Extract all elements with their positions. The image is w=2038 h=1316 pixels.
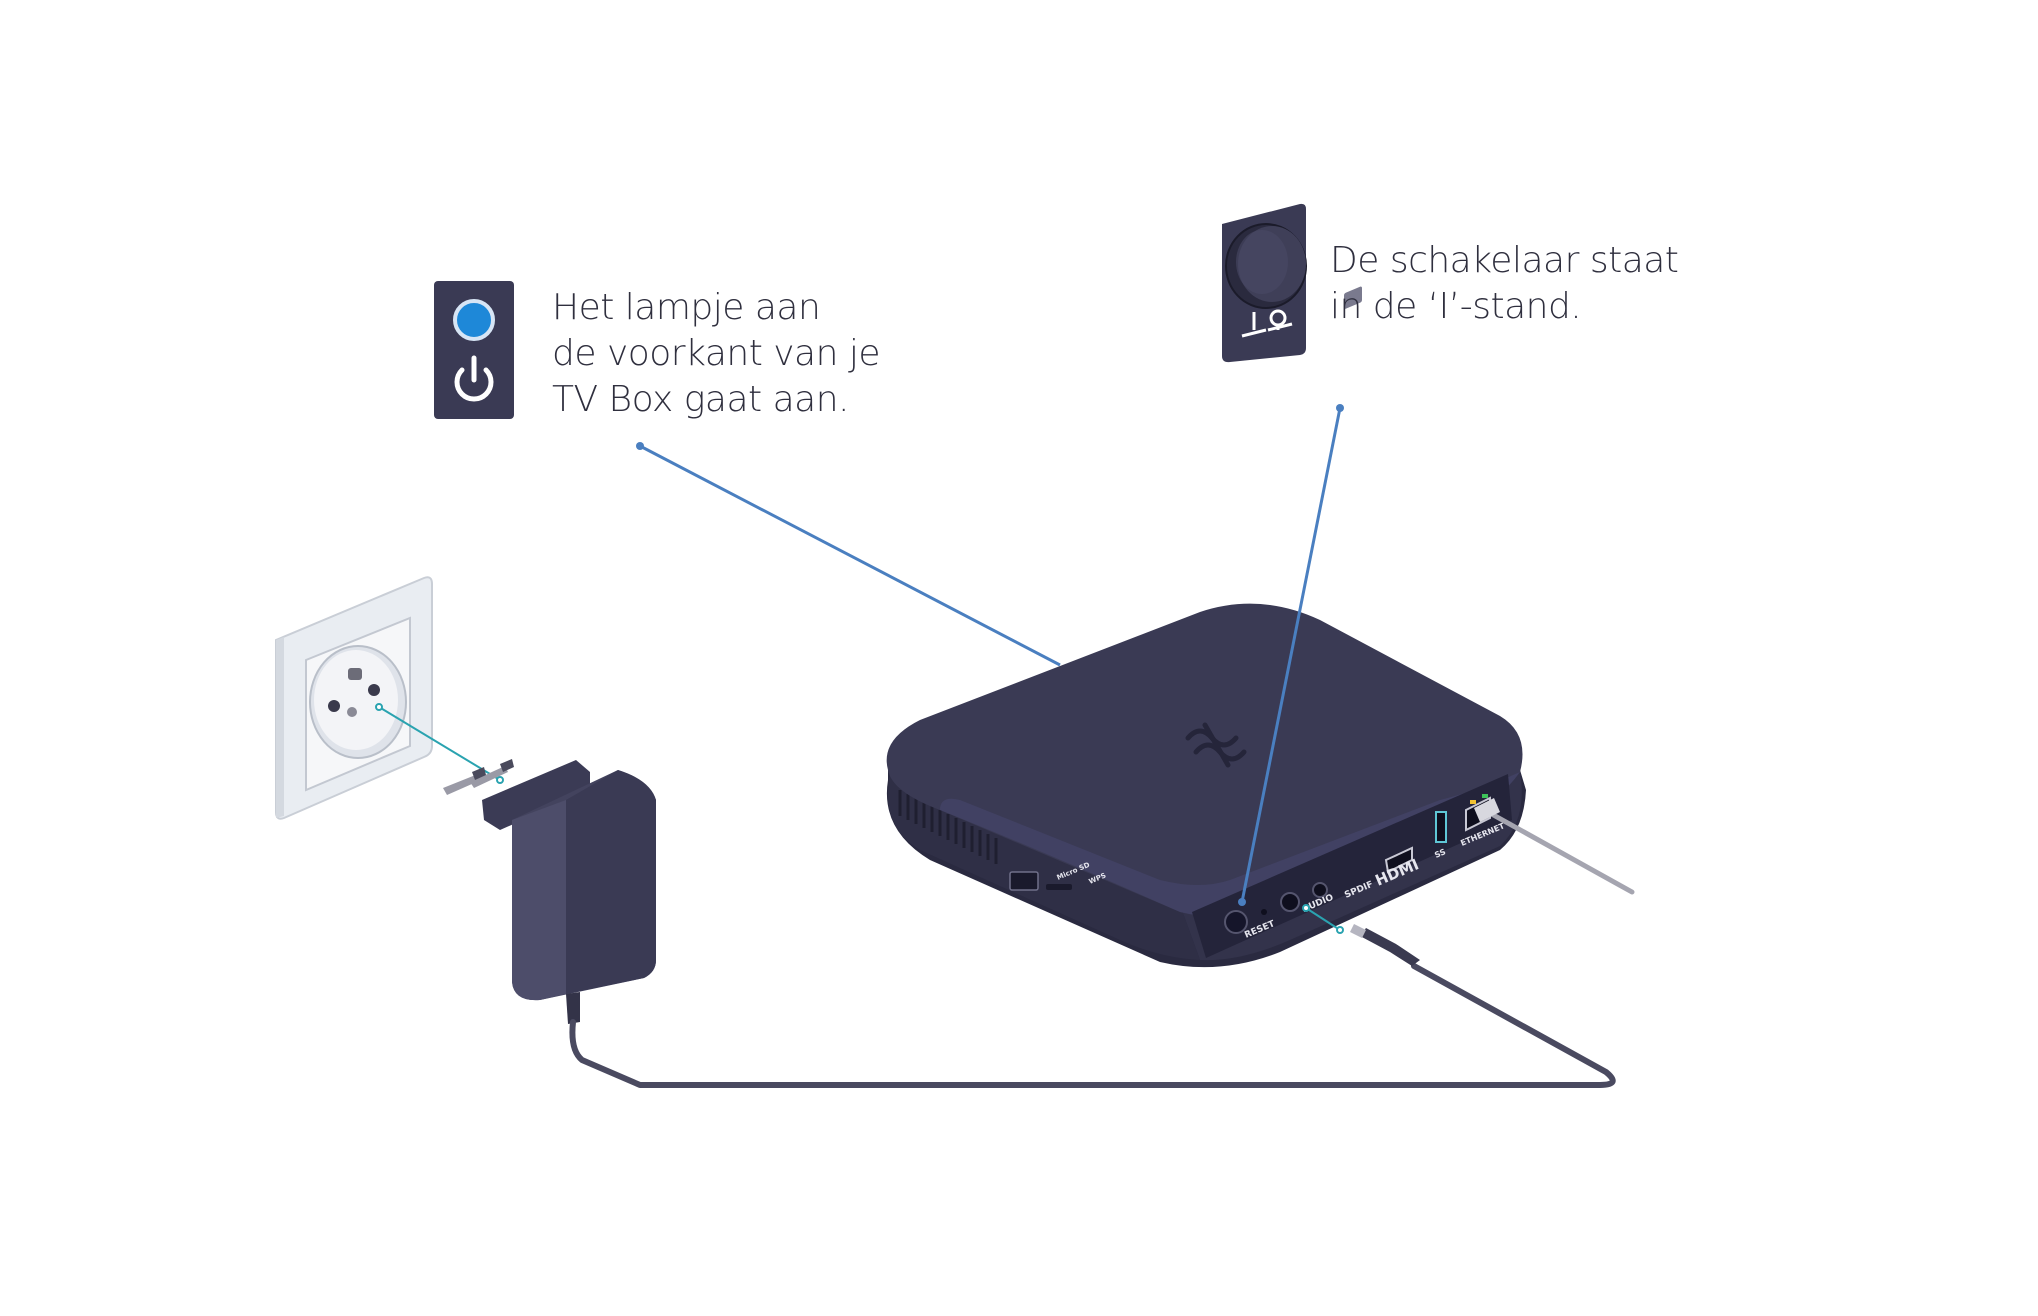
wall-socket: [275, 576, 433, 820]
caption-light-line-3: TV Box gaat aan.: [552, 379, 849, 420]
ethernet-cable: [1485, 809, 1635, 895]
leader-line-switch: [1238, 404, 1344, 906]
caption-light-line-1: Het lampje aan: [552, 287, 821, 328]
power-adapter: [443, 759, 656, 1024]
led-light: [453, 299, 495, 341]
socket-hole-right: [368, 684, 380, 696]
rocker-switch-icon: [1222, 203, 1307, 363]
caption-light: Het lampje aan de voorkant van je TV Box…: [552, 285, 881, 423]
socket-earth-pin: [348, 668, 362, 680]
reset-button[interactable]: [1261, 909, 1267, 915]
caption-switch-line-1: De schakelaar staat: [1330, 240, 1679, 281]
leader-line-light: [636, 442, 1061, 667]
audio-port: [1312, 882, 1328, 898]
caption-switch-line-2: in de ‘I’-stand.: [1330, 286, 1582, 327]
spdif-port: [1344, 286, 1362, 309]
led-power-icon: [434, 281, 514, 419]
tv-box: RESET AUDIO SPDIF HDMI SS ETHERNET Micro…: [886, 286, 1526, 968]
hdmi-port: [1384, 846, 1413, 874]
power-symbol-icon: [454, 355, 494, 402]
dc-plug: [1350, 924, 1420, 966]
back-ports: [1009, 286, 1491, 934]
usb-port: [1435, 811, 1447, 843]
micro-sd-slot: [1046, 884, 1072, 890]
plug-insert-guide: [375, 703, 504, 784]
port-label-ss: SS: [1433, 847, 1447, 860]
side-vents: [898, 790, 998, 864]
dc-insert-guide: [1302, 904, 1344, 934]
power-switch[interactable]: [1224, 910, 1248, 934]
socket-hole-left: [328, 700, 340, 712]
caption-switch: De schakelaar staat in de ‘I’-stand.: [1330, 238, 1679, 330]
brand-logo-icon: [1185, 722, 1247, 768]
front-usb-port: [1009, 871, 1039, 891]
caption-light-line-2: de voorkant van je: [552, 333, 881, 374]
dc-in-port: [1280, 892, 1300, 912]
power-cable: [569, 963, 1616, 1088]
